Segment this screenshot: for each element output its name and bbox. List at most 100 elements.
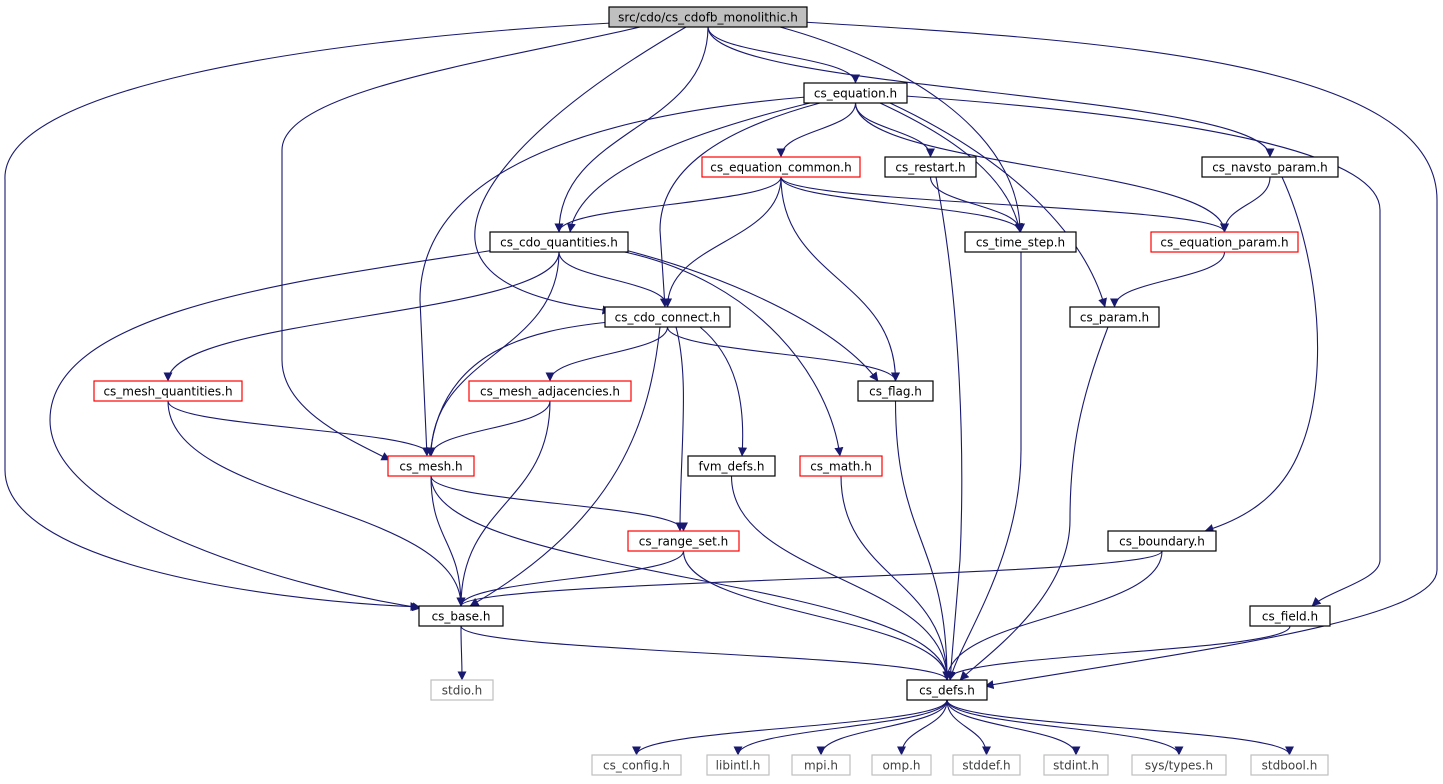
edge-cs-cdo-connect-h-to-cs-mesh-h <box>426 321 611 457</box>
edge-src-cdo-cs-cdofb-monolithic-h-to-cs-mesh-h <box>281 26 641 461</box>
edge-cs-navsto-param-h-to-cs-boundary-h <box>1204 176 1319 533</box>
node-box <box>791 754 851 776</box>
node-box <box>799 455 883 477</box>
node-box <box>387 455 475 477</box>
node-cs-restart-h[interactable]: cs_restart.h <box>884 156 977 178</box>
node-box <box>1069 306 1160 328</box>
node-label: cs_field.h <box>1262 610 1318 624</box>
node-label: cs_flag.h <box>869 385 922 399</box>
node-cs-mesh-adjacencies-h[interactable]: cs_mesh_adjacencies.h <box>468 380 632 402</box>
node-box <box>1250 754 1329 776</box>
edge-cs-base-h-to-stdio-h <box>457 625 467 681</box>
node-stdio-h: stdio.h <box>430 679 494 701</box>
edge-cs-mesh-quantities-h-to-cs-base-h <box>167 400 466 607</box>
node-box <box>803 82 908 104</box>
node-libintl-h: libintl.h <box>706 754 770 776</box>
edge-cs-defs-h-to-stdbool-h <box>946 699 1294 756</box>
node-cs-equation-param-h[interactable]: cs_equation_param.h <box>1150 231 1299 253</box>
edge-cs-equation-h-to-cs-equation-param-h <box>854 102 1229 233</box>
node-cs-boundary-h[interactable]: cs_boundary.h <box>1107 530 1217 552</box>
edge-cs-cdo-connect-h-to-cs-flag-h <box>666 326 900 382</box>
edge-cs-equation-h-to-cs-equation-common-h <box>776 102 857 158</box>
node-box <box>430 679 494 701</box>
nodes-layer: src/cdo/cs_cdofb_monolithic.h cs_equation… <box>93 6 1339 776</box>
node-cs-range-set-h[interactable]: cs_range_set.h <box>627 530 740 552</box>
node-cs-mesh-h[interactable]: cs_mesh.h <box>387 455 475 477</box>
edge-cs-equation-h-to-cs-mesh-h <box>419 96 807 457</box>
node-box <box>1043 754 1109 776</box>
edge-cs-defs-h-to-cs-config-h <box>632 699 948 756</box>
edge-src-cdo-cs-cdofb-monolithic-h-to-cs-cdo-quantities-h <box>554 26 709 233</box>
node-box <box>489 231 629 253</box>
edge-src-cdo-cs-cdofb-monolithic-h-to-cs-base-h <box>4 22 613 612</box>
node-label: cs_time_step.h <box>976 236 1065 250</box>
node-label: cs_mesh_quantities.h <box>103 385 232 399</box>
edge-fvm-defs-h-to-cs-defs-h <box>730 475 952 681</box>
node-label: cs_equation_common.h <box>710 161 851 175</box>
node-cs-mesh-quantities-h[interactable]: cs_mesh_quantities.h <box>93 380 243 402</box>
node-box <box>687 455 776 477</box>
node-cs-param-h[interactable]: cs_param.h <box>1069 306 1160 328</box>
edge-cs-cdo-quantities-h-to-cs-cdo-connect-h <box>558 251 672 308</box>
node-src-cdo-cs-cdofb-monolithic-h[interactable]: src/cdo/cs_cdofb_monolithic.h <box>608 6 808 28</box>
edge-cs-field-h-to-cs-defs-h <box>942 625 1291 681</box>
edge-cs-equation-h-to-cs-restart-h <box>854 102 935 158</box>
node-fvm-defs-h[interactable]: fvm_defs.h <box>687 455 776 477</box>
node-cs-navsto-param-h[interactable]: cs_navsto_param.h <box>1201 156 1339 178</box>
node-cs-math-h[interactable]: cs_math.h <box>799 455 883 477</box>
node-omp-h: omp.h <box>871 754 932 776</box>
edge-cs-range-set-h-to-cs-defs-h <box>682 550 952 681</box>
node-cs-flag-h[interactable]: cs_flag.h <box>857 380 934 402</box>
node-cs-base-h[interactable]: cs_base.h <box>418 605 504 627</box>
node-box <box>1107 530 1217 552</box>
edge-cs-defs-h-to-mpi-h <box>816 699 948 756</box>
node-cs-cdo-quantities-h[interactable]: cs_cdo_quantities.h <box>489 231 629 253</box>
edge-cs-flag-h-to-cs-defs-h <box>894 400 952 681</box>
node-cs-equation-common-h[interactable]: cs_equation_common.h <box>701 156 861 178</box>
node-label: sys/types.h <box>1145 759 1213 773</box>
edge-cs-defs-h-to-omp-h <box>897 699 948 756</box>
node-label: omp.h <box>882 759 920 773</box>
node-label: cs_param.h <box>1080 311 1149 325</box>
node-label: stdint.h <box>1053 759 1099 773</box>
node-cs-time-step-h[interactable]: cs_time_step.h <box>964 231 1077 253</box>
edge-cs-equation-common-h-to-cs-cdo-quantities-h <box>554 176 782 233</box>
node-cs-defs-h[interactable]: cs_defs.h <box>906 679 988 701</box>
edge-cs-time-step-h-to-cs-defs-h <box>947 252 1022 681</box>
node-box <box>468 380 632 402</box>
node-cs-cdo-connect-h[interactable]: cs_cdo_connect.h <box>604 306 731 328</box>
node-box <box>1201 156 1339 178</box>
node-box <box>1131 754 1227 776</box>
edge-cs-defs-h-to-stdint-h <box>946 699 1081 756</box>
node-box <box>871 754 932 776</box>
node-box <box>952 754 1021 776</box>
edge-cs-navsto-param-h-to-cs-equation-param-h <box>1220 176 1271 233</box>
edge-cs-equation-h-to-cs-cdo-quantities-h <box>566 102 811 233</box>
edge-cs-cdo-quantities-h-to-cs-mesh-quantities-h <box>163 251 560 382</box>
node-box <box>93 380 243 402</box>
node-cs-equation-h[interactable]: cs_equation.h <box>803 82 908 104</box>
edge-src-cdo-cs-cdofb-monolithic-h-to-cs-navsto-param-h <box>707 26 1275 158</box>
node-cs-field-h[interactable]: cs_field.h <box>1249 605 1331 627</box>
node-box <box>1249 605 1331 627</box>
node-cs-config-h: cs_config.h <box>591 754 682 776</box>
node-box <box>964 231 1077 253</box>
edge-cs-equation-h-to-cs-cdo-connect-h <box>659 102 821 308</box>
edge-cs-cdo-connect-h-to-cs-base-h <box>469 326 661 607</box>
edge-src-cdo-cs-cdofb-monolithic-h-to-cs-equation-h <box>707 26 860 84</box>
node-stddef-h: stddef.h <box>952 754 1021 776</box>
edge-cs-boundary-h-to-cs-base-h <box>456 550 1163 607</box>
node-box <box>884 156 977 178</box>
edge-cs-equation-common-h-to-cs-equation-param-h <box>780 176 1229 233</box>
node-label: src/cdo/cs_cdofb_monolithic.h <box>618 11 798 25</box>
edges-layer <box>4 21 1438 756</box>
node-label: cs_mesh.h <box>399 460 462 474</box>
node-sys-types-h: sys/types.h <box>1131 754 1227 776</box>
edge-cs-defs-h-to-stddef-h <box>946 699 991 756</box>
node-label: cs_math.h <box>810 460 872 474</box>
node-label: cs_cdo_connect.h <box>615 311 721 325</box>
edge-src-cdo-cs-cdofb-monolithic-h-to-cs-defs-h <box>801 21 1438 690</box>
node-label: cs_range_set.h <box>639 535 729 549</box>
edge-cs-base-h-to-cs-defs-h <box>460 625 952 681</box>
